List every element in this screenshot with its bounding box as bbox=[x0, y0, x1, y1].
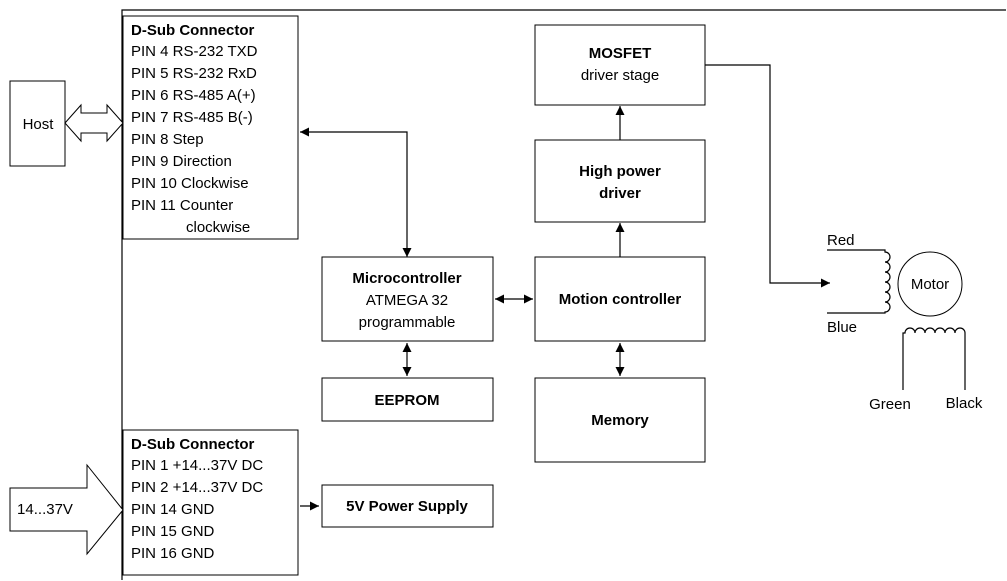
microcontroller-model: ATMEGA 32 bbox=[366, 292, 448, 309]
power-supply-label: 5V Power Supply bbox=[346, 498, 468, 515]
microcontroller-title: Microcontroller bbox=[352, 270, 461, 287]
dsub-top-pin: PIN 5 RS-232 RxD bbox=[131, 65, 257, 82]
microcontroller-box bbox=[321, 256, 494, 342]
dsub-bottom-pin: PIN 14 GND bbox=[131, 501, 215, 518]
link-connector-microcontroller bbox=[300, 127, 412, 257]
dsub-bottom-pin: PIN 2 +14...37V DC bbox=[131, 479, 263, 496]
power-supply-box bbox=[321, 484, 494, 528]
host-label: Host bbox=[23, 116, 55, 133]
wire-green-label: Green bbox=[869, 396, 911, 413]
high-power-driver-line2: driver bbox=[599, 185, 641, 202]
motion-controller-box bbox=[534, 256, 706, 342]
dsub-bottom-pin: PIN 16 GND bbox=[131, 545, 215, 562]
motion-controller-label: Motion controller bbox=[559, 291, 682, 308]
dsub-bottom-pin: PIN 15 GND bbox=[131, 523, 215, 540]
dsub-top-pin: PIN 11 Counter bbox=[131, 197, 233, 214]
supply-input-arrow bbox=[9, 463, 124, 556]
motor-symbol bbox=[897, 251, 963, 317]
dsub-top-pin: PIN 10 Clockwise bbox=[131, 175, 249, 192]
microcontroller-note: programmable bbox=[359, 314, 456, 331]
eeprom-label: EEPROM bbox=[374, 392, 439, 409]
wire-black-label: Black bbox=[946, 395, 983, 412]
dsub-bottom-pin: PIN 1 +14...37V DC bbox=[131, 457, 263, 474]
high-power-driver-line1: High power bbox=[579, 163, 661, 180]
wire-red-label: Red bbox=[827, 232, 855, 249]
link-mosfet-motor bbox=[705, 64, 830, 288]
mosfet-title: MOSFET bbox=[589, 45, 652, 62]
dsub-top-pin: clockwise bbox=[186, 219, 250, 236]
high-power-driver-box bbox=[534, 139, 706, 223]
dsub-top-title: D-Sub Connector bbox=[131, 22, 254, 39]
dsub-top-pin: PIN 6 RS-485 A(+) bbox=[131, 87, 256, 104]
motor-coil-horizontal bbox=[902, 327, 966, 390]
dsub-top-pin: PIN 7 RS-485 B(-) bbox=[131, 109, 253, 126]
mosfet-box bbox=[534, 24, 706, 106]
dsub-connector-top bbox=[122, 15, 299, 240]
motor-label: Motor bbox=[911, 276, 949, 293]
wire-blue-label: Blue bbox=[827, 319, 857, 336]
dsub-bottom-title: D-Sub Connector bbox=[131, 436, 254, 453]
mosfet-subtitle: driver stage bbox=[581, 67, 659, 84]
supply-input-label: 14...37V bbox=[17, 501, 73, 518]
dsub-top-pin: PIN 8 Step bbox=[131, 131, 204, 148]
motor-coil-vertical bbox=[827, 249, 891, 314]
memory-box bbox=[534, 377, 706, 463]
dsub-connector-bottom bbox=[122, 429, 299, 576]
dsub-top-pin: PIN 9 Direction bbox=[131, 153, 232, 170]
enclosure-outline bbox=[121, 9, 1006, 580]
memory-label: Memory bbox=[591, 412, 649, 429]
host-bus-arrow bbox=[64, 103, 124, 143]
dsub-top-pin: PIN 4 RS-232 TXD bbox=[131, 43, 258, 60]
eeprom-box bbox=[321, 377, 494, 422]
